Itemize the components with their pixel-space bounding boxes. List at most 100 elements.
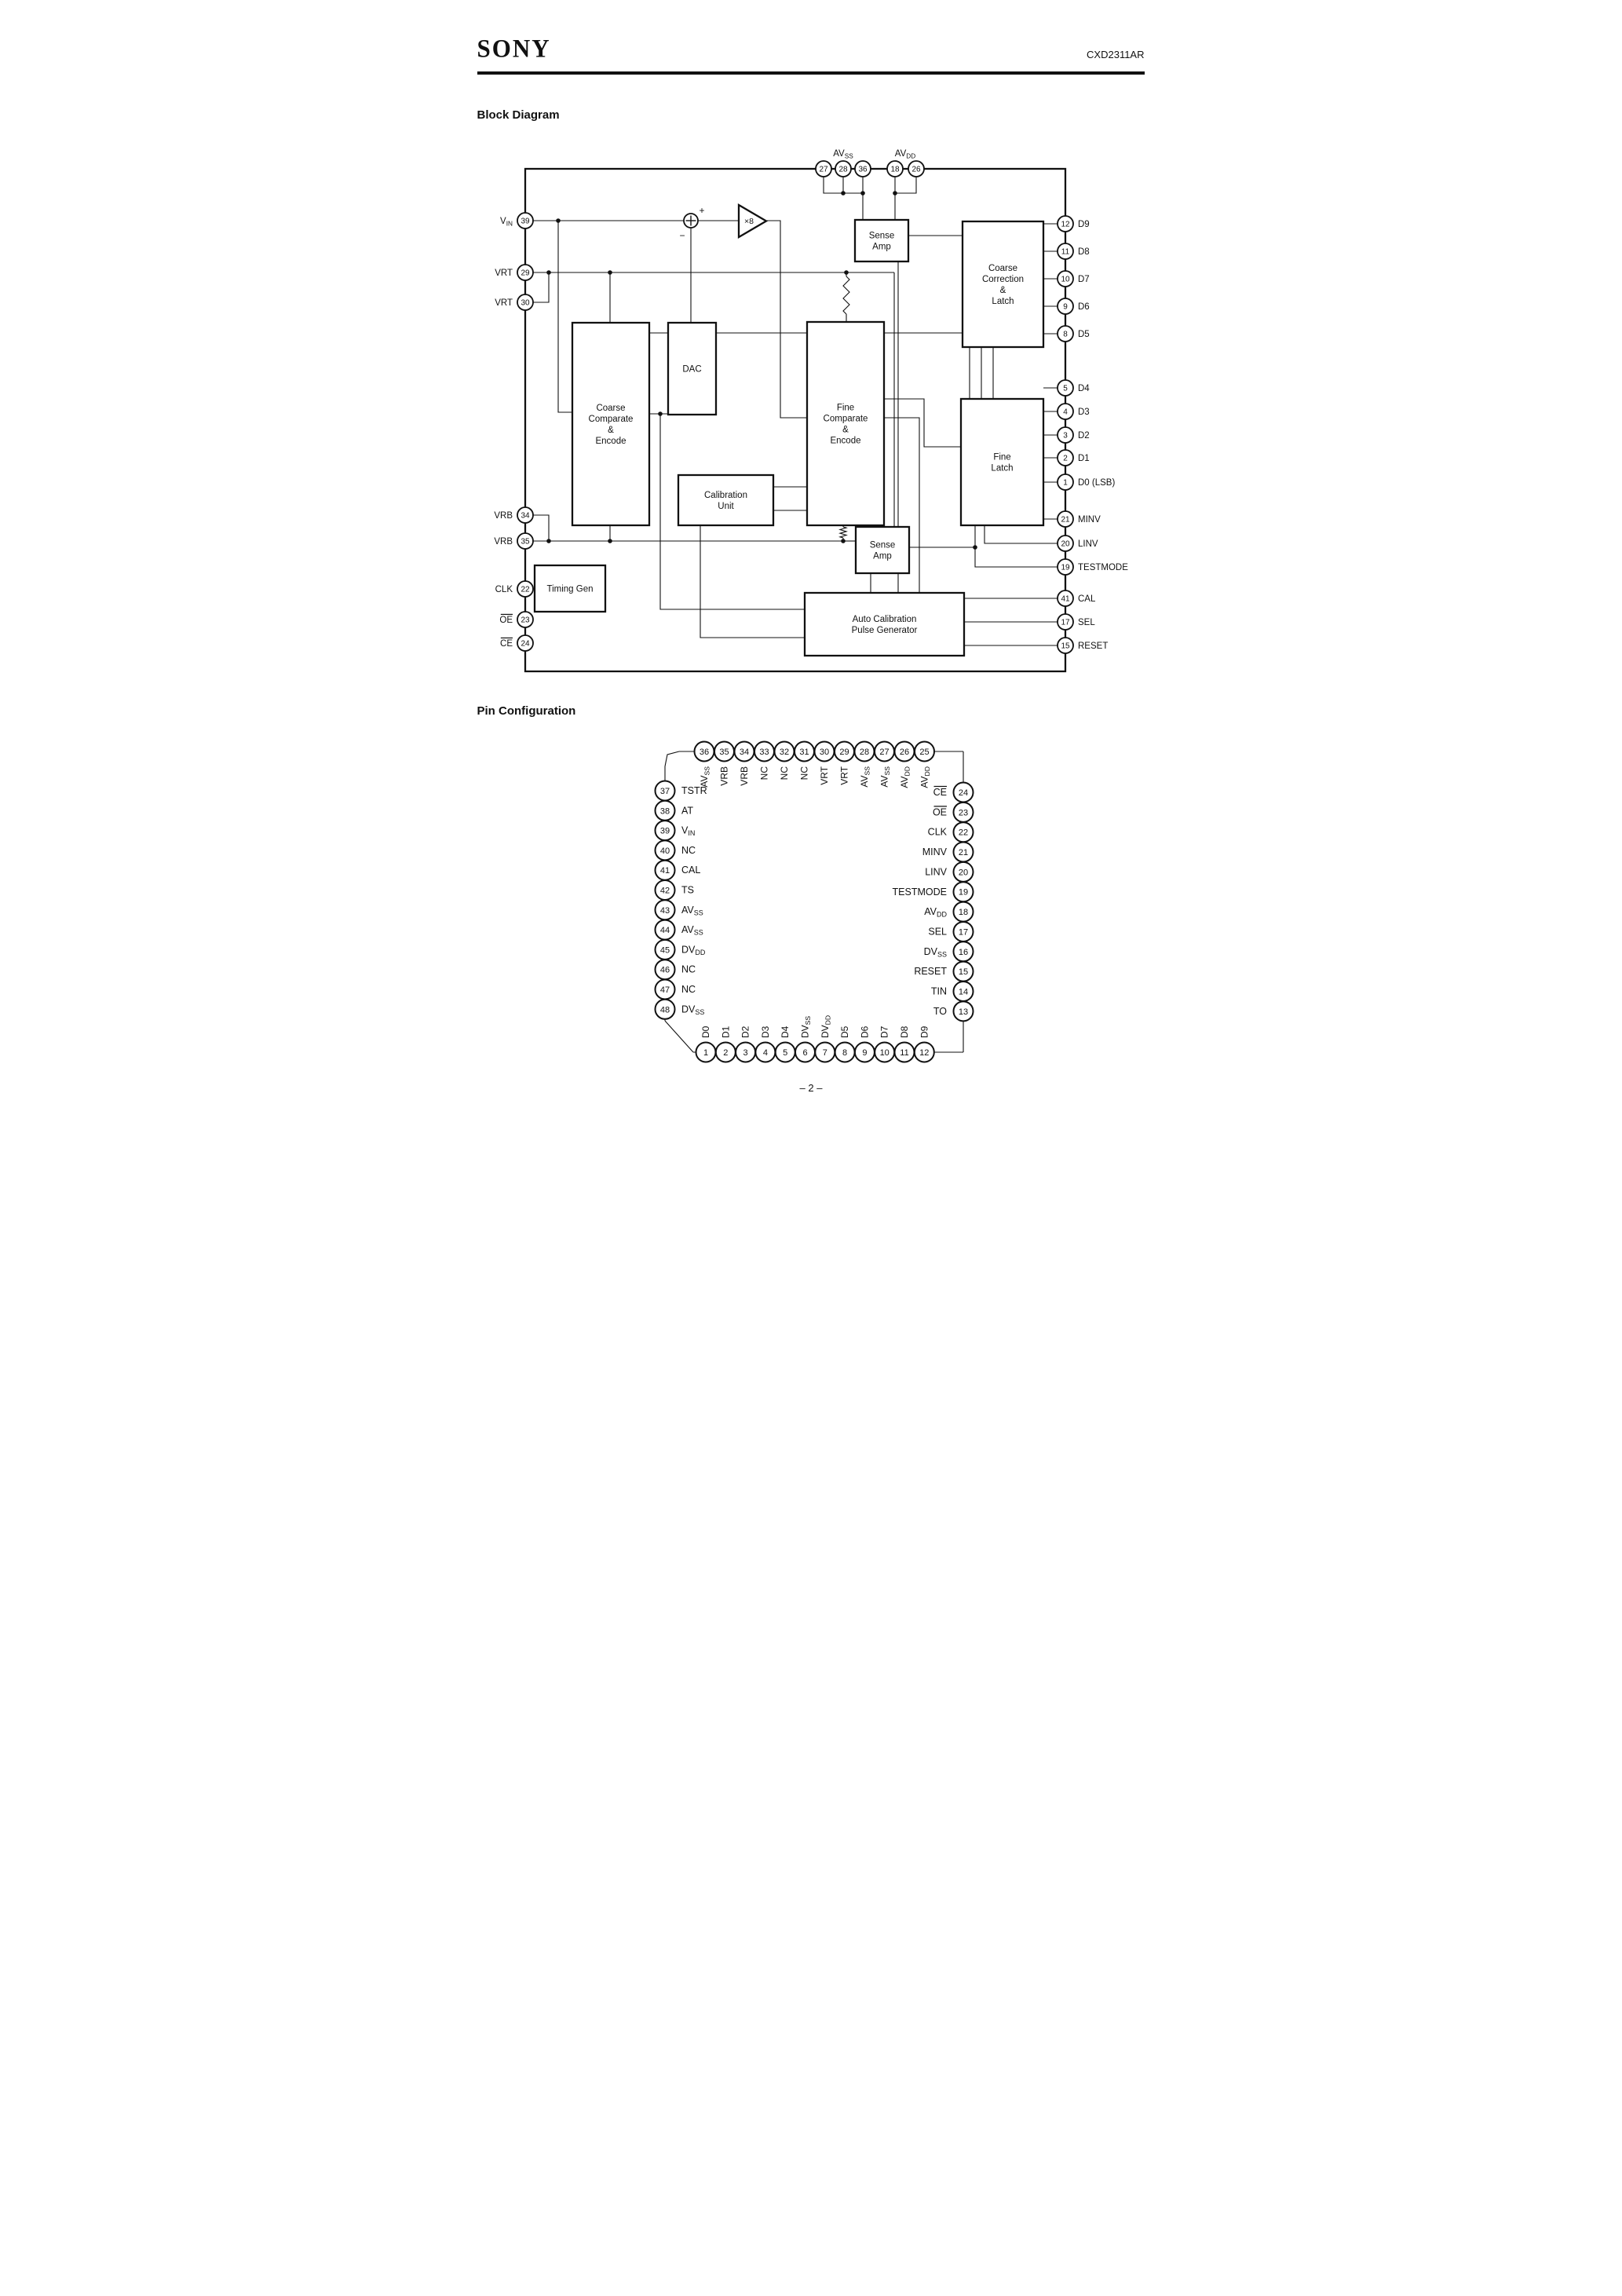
block-label: Encode: [595, 437, 626, 446]
pin-number: 13: [958, 1007, 967, 1017]
pin-number: 15: [958, 967, 967, 977]
pin-label-19: TESTMODE: [1078, 563, 1128, 572]
block-dac: [667, 321, 717, 416]
pin-label-4: D3: [1078, 408, 1090, 417]
label-text: VRB: [739, 766, 750, 786]
junction-dot: [607, 270, 612, 275]
pin-label-20: LINV: [925, 866, 947, 877]
label-text: NC: [681, 984, 696, 995]
pin-number: 2: [723, 1048, 728, 1058]
pin-label-8: D5: [1078, 330, 1090, 339]
pin-label-26: AVDD: [899, 766, 911, 788]
pin-label-7: DVDD: [819, 1015, 831, 1038]
pin-label-28: AVSS: [859, 766, 871, 788]
pin-label-18: AVDD: [924, 906, 947, 919]
pin-13: [952, 1000, 974, 1022]
pin-number: 25: [919, 748, 929, 757]
pin-label-3: D2: [1078, 431, 1090, 441]
pin-22: [516, 580, 534, 598]
pin-number: 39: [521, 218, 530, 226]
pin-25: [913, 740, 935, 762]
diagram-canvas: +−×8SenseAmpCoarseCorrection&LatchFineLa…: [494, 149, 1128, 1063]
pin-number: 21: [1061, 516, 1070, 525]
pin-label-42: TS: [681, 885, 694, 896]
pin-30: [516, 294, 534, 311]
block-label: Amp: [872, 243, 891, 252]
label-text: AVDD: [924, 906, 947, 919]
pin-label-11: D8: [899, 1026, 910, 1038]
pin-number: 22: [958, 828, 967, 838]
block-label: Amp: [873, 552, 892, 561]
label-text: VRB: [718, 766, 729, 786]
pin-number: 30: [521, 299, 530, 308]
block-fine-comparate-encode: [806, 320, 885, 527]
wire: [883, 417, 920, 593]
pin-number: 29: [521, 269, 530, 278]
pin-number: 11: [900, 1048, 908, 1058]
label-text: D2: [1078, 431, 1090, 441]
pin-number: 12: [919, 1048, 929, 1058]
pin-number: 32: [779, 748, 788, 757]
pin-label-39: VIN: [681, 825, 695, 838]
block-fine-latch: [959, 397, 1044, 527]
label-text: DVDD: [819, 1015, 831, 1038]
pin-label-35: VRB: [718, 766, 729, 786]
block-sense-amp-top: [853, 218, 909, 263]
pin-label-22: CLK: [927, 827, 947, 838]
pin-15: [1056, 637, 1074, 654]
pin-number: 8: [842, 1048, 847, 1058]
pin-label-12: D9: [919, 1026, 930, 1038]
pin-label-37: TSTR: [681, 785, 707, 796]
label-text: D7: [1078, 275, 1090, 284]
label-text: VRT: [495, 269, 513, 278]
pin-number: 18: [958, 908, 967, 917]
pin-label-13: TO: [933, 1006, 946, 1017]
label-text: MINV: [1078, 515, 1101, 525]
pin-number: 9: [1063, 303, 1068, 312]
label-text: CE: [500, 639, 513, 649]
block-label: &: [999, 286, 1006, 295]
wire: [983, 525, 1058, 544]
pin-number: 10: [1061, 276, 1070, 284]
pin-2: [1056, 449, 1074, 466]
pin-label-30: VRT: [819, 766, 830, 784]
pin-number: 29: [839, 748, 849, 757]
label-text: TS: [681, 885, 694, 896]
label-text: CLK: [927, 827, 947, 838]
label-text: D6: [859, 1026, 870, 1038]
gain-amp-triangle: [737, 203, 768, 239]
pin-number: 38: [659, 806, 669, 816]
label-text: D8: [899, 1026, 910, 1038]
pin-label-34: VRB: [494, 511, 513, 521]
pin-number: 24: [958, 788, 967, 798]
resistor: [838, 526, 848, 539]
label-text: AVSS: [859, 766, 871, 788]
top-pin-group-label: AVDD: [894, 149, 915, 160]
pin-18: [886, 160, 904, 177]
label-text: TESTMODE: [892, 887, 946, 898]
pin-label-47: NC: [681, 984, 696, 995]
block-label: Coarse: [988, 264, 1017, 273]
label-text: D2: [740, 1026, 751, 1038]
pin-label-35: VRB: [494, 537, 513, 547]
pin-label-41: CAL: [681, 865, 700, 876]
block-label: Fine: [836, 404, 853, 413]
junction-dot: [840, 539, 846, 543]
pin-number: 48: [659, 1005, 669, 1015]
pin-number: 44: [659, 926, 669, 935]
block-sense-amp-bottom: [854, 525, 910, 575]
wire: [532, 272, 550, 303]
block-calibration-unit: [677, 473, 774, 527]
pin-number: 14: [958, 987, 967, 996]
pin-label-19: TESTMODE: [892, 887, 946, 898]
pin-label-20: LINV: [1078, 539, 1098, 549]
pin-label-2: D1: [720, 1026, 731, 1038]
junction-dot: [657, 411, 663, 416]
package-corner-tl: [663, 751, 679, 767]
label-text: D5: [839, 1026, 850, 1038]
pin-label-46: NC: [681, 964, 696, 975]
pin-17: [1056, 613, 1074, 631]
label-text: SEL: [928, 926, 947, 937]
pin-label-24: CE: [933, 785, 947, 798]
junction-dot: [546, 270, 551, 275]
